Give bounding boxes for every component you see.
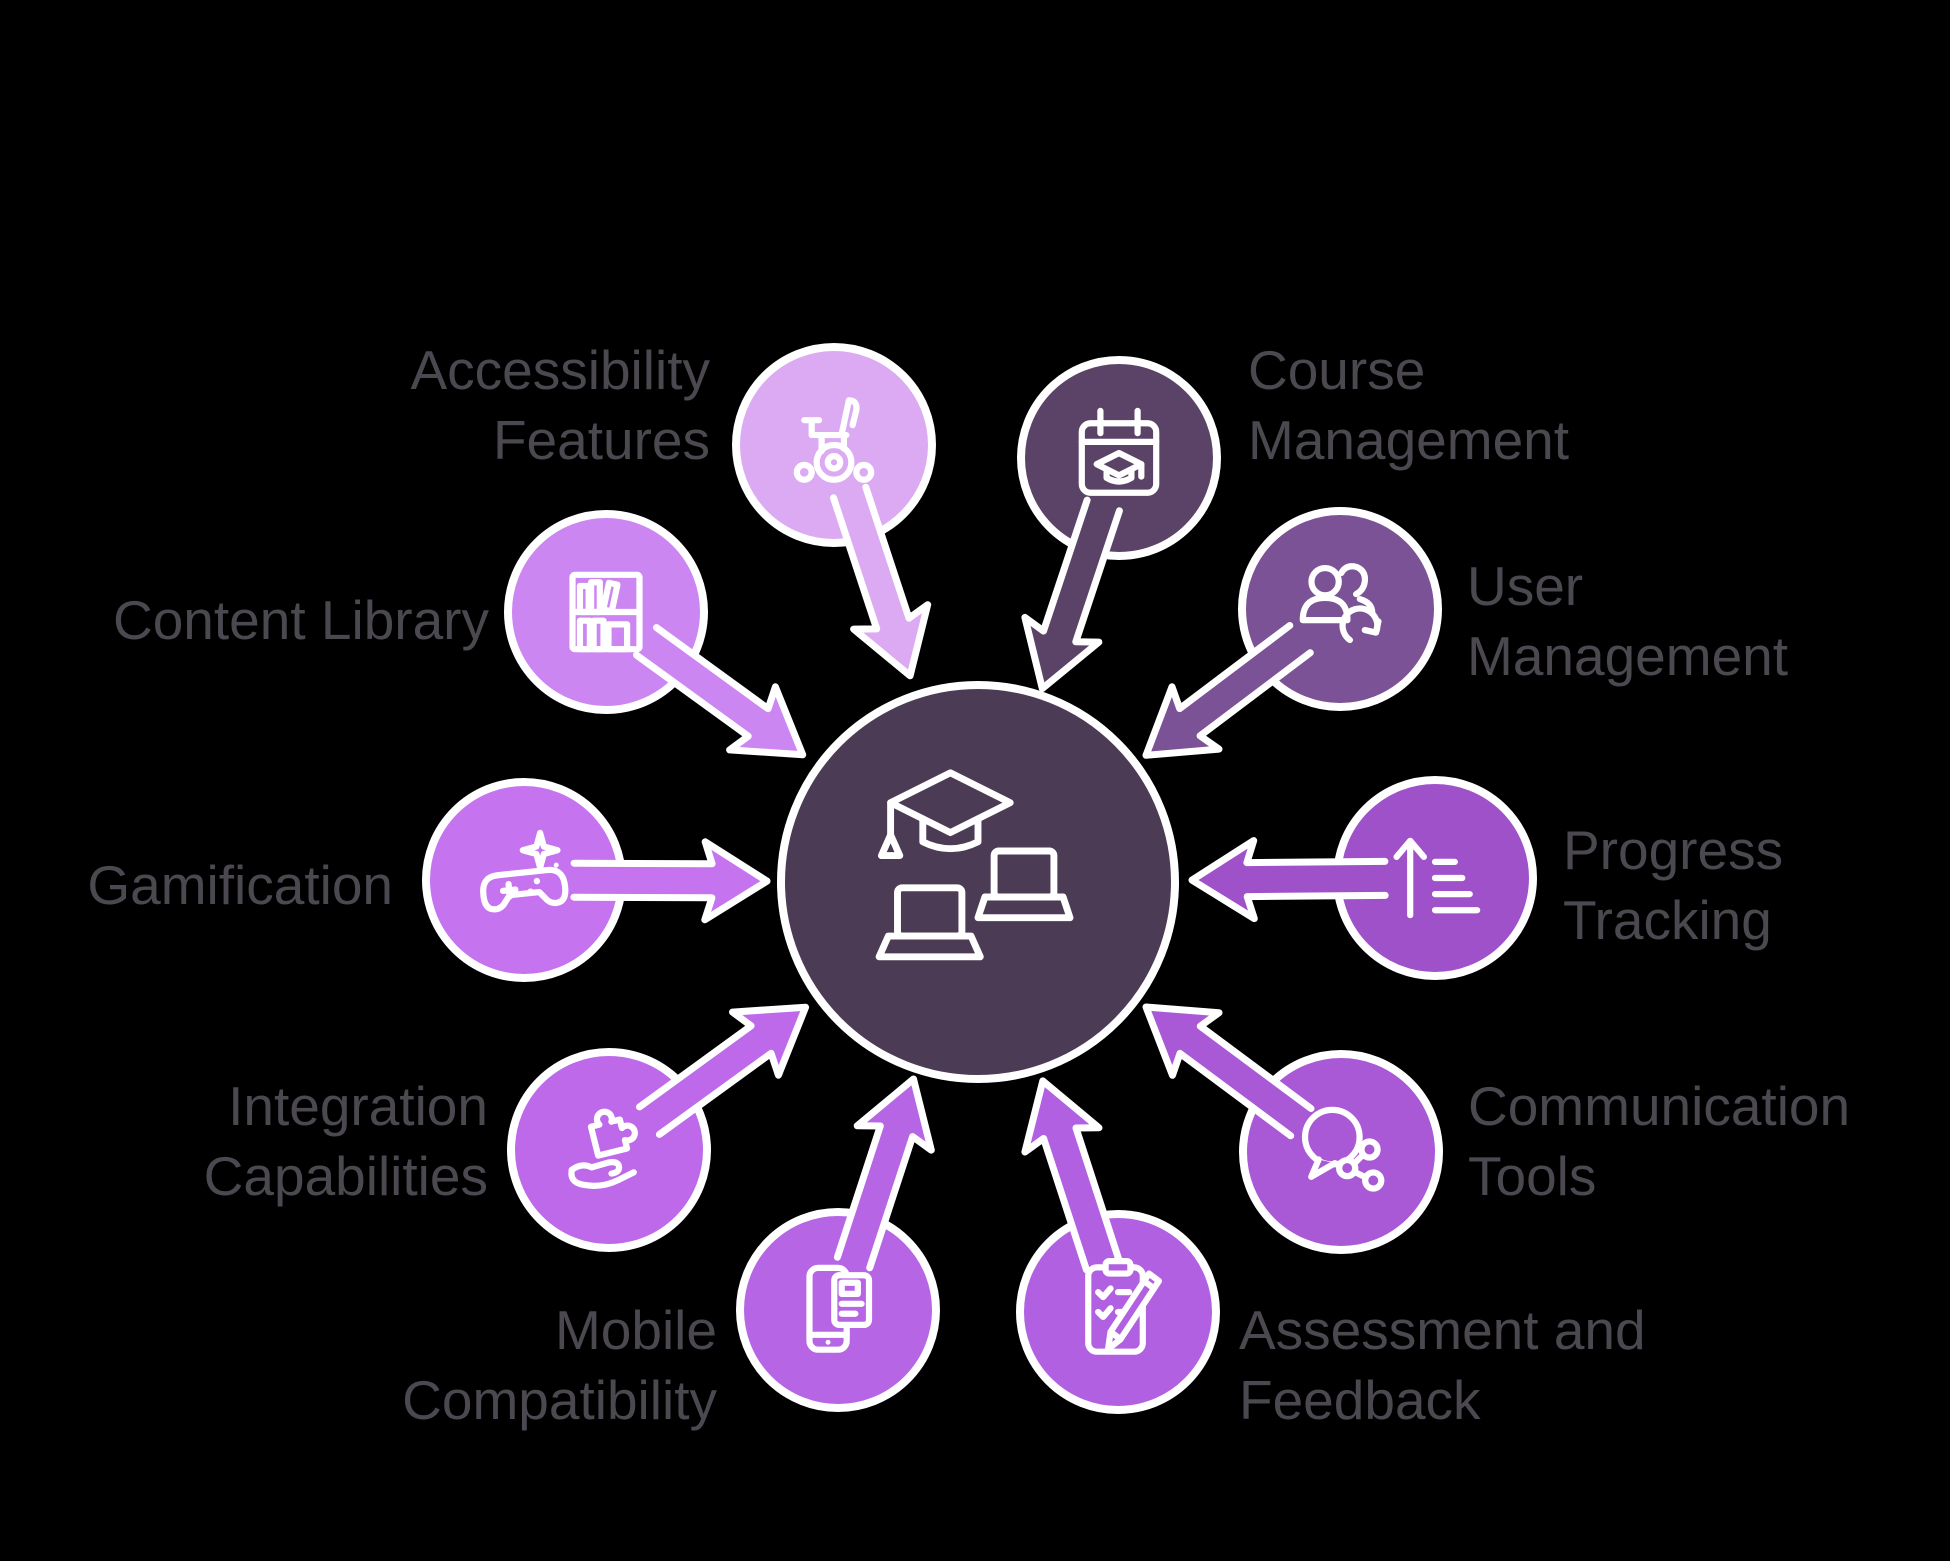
central-circle [777, 681, 1179, 1083]
arrow-integration [636, 1003, 810, 1138]
label-assessment-feedback: Assessment and Feedback [1239, 1299, 1646, 1431]
label-accessibility-features: Accessibility Features [410, 339, 710, 471]
node-integration [507, 1003, 810, 1252]
node-mobile [736, 1075, 940, 1412]
arrow-progress [1188, 837, 1389, 923]
label-content-library: Content Library [112, 589, 489, 651]
label-mobile-compatibility: Mobile Compatibility [402, 1299, 717, 1431]
bookshelf-icon [573, 575, 640, 649]
label-gamification: Gamification [87, 854, 393, 916]
calendar-graduation-icon [1082, 411, 1156, 493]
label-progress-tracking: Progress Tracking [1563, 819, 1784, 951]
arrow-content [633, 624, 807, 759]
arrow-course [1021, 496, 1123, 693]
arrow-assessment [1021, 1077, 1123, 1274]
node-course [1017, 356, 1221, 693]
arrow-gamification [570, 838, 771, 924]
label-integration-capabilities: Integration Capabilities [203, 1075, 488, 1207]
node-gamification [422, 778, 771, 982]
arrow-mobile [833, 1075, 935, 1272]
arrow-accessibility [830, 483, 932, 680]
node-content [504, 510, 807, 759]
central-hub [777, 681, 1179, 1083]
node-user [1142, 507, 1442, 759]
node-communication [1142, 1003, 1443, 1254]
arrow-communication [1142, 1003, 1315, 1140]
node-assessment [1016, 1077, 1220, 1414]
node-progress [1188, 776, 1537, 980]
arrow-user [1142, 622, 1314, 759]
label-communication-tools: Communication Tools [1468, 1075, 1851, 1207]
node-accessibility [732, 343, 936, 680]
label-course-management: Course Management [1248, 339, 1570, 471]
label-user-management: User Management [1467, 555, 1789, 687]
